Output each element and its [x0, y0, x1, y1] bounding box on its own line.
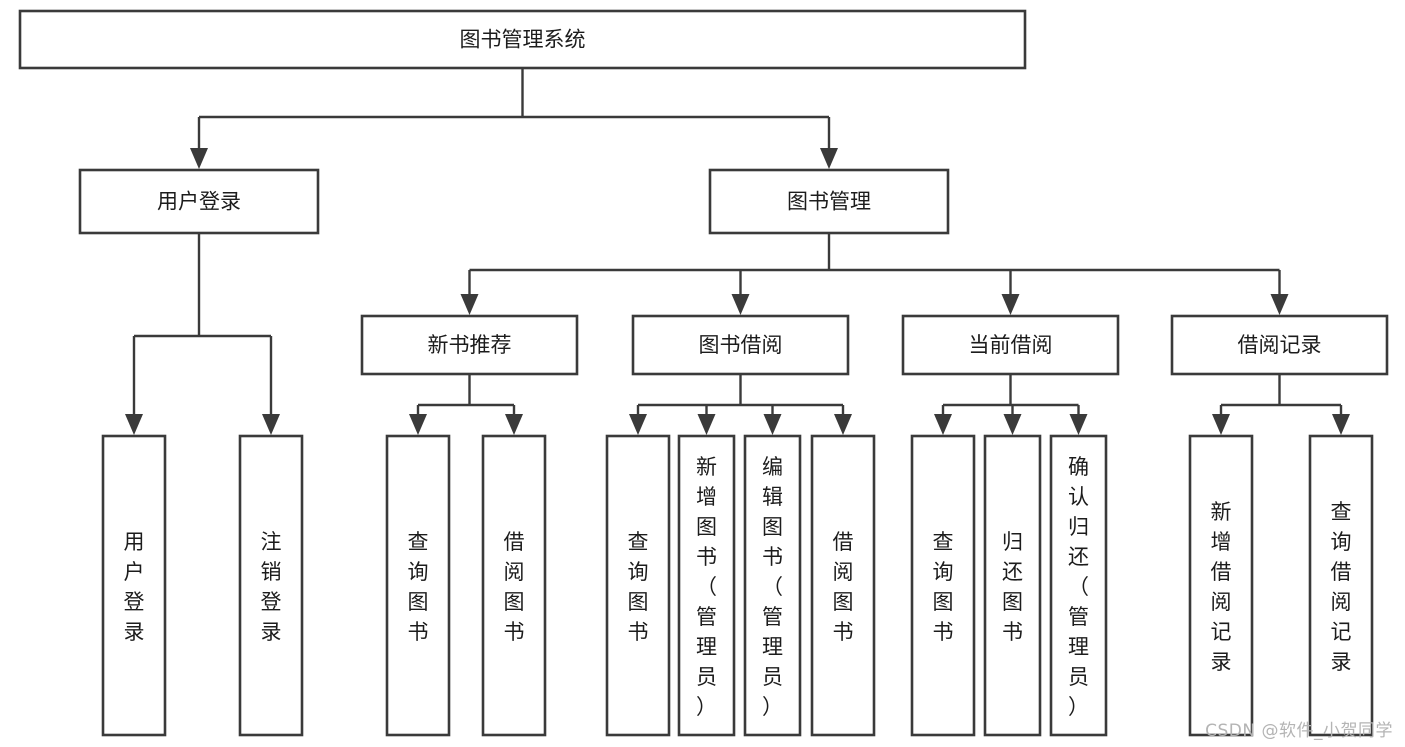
node-label: 借阅图书 [504, 530, 525, 644]
node-box[interactable] [983, 434, 1042, 737]
node-l3-new-book-rec[interactable]: 新书推荐 [360, 314, 579, 376]
node-layer: 图书管理系统用户登录图书管理新书推荐图书借阅当前借阅借阅记录用户登录注销登录查询… [18, 9, 1389, 737]
node-box[interactable] [631, 314, 850, 376]
node-box[interactable] [78, 168, 320, 235]
node-leaf-rec-query2[interactable]: 查询借阅记录 [1308, 434, 1374, 737]
arrow-head-icon [697, 414, 716, 435]
arrow-head-icon [834, 414, 852, 435]
node-leaf-cur-query[interactable]: 查询图书 [910, 434, 976, 737]
node-leaf-user-login[interactable]: 用户登录 [101, 434, 167, 737]
node-box[interactable] [385, 434, 451, 737]
connector-layer [125, 68, 1350, 435]
node-l3-current-borrow[interactable]: 当前借阅 [901, 314, 1120, 376]
node-leaf-user-logout[interactable]: 注销登录 [238, 434, 304, 737]
node-label: 查询图书 [933, 530, 954, 644]
node-box[interactable] [1170, 314, 1389, 376]
node-label: 图书借阅 [699, 333, 783, 357]
node-box[interactable] [101, 434, 167, 737]
node-label: 借阅图书 [833, 530, 854, 644]
node-label: 借阅记录 [1238, 333, 1322, 357]
watermark-label: CSDN @软件_小贺同学 [1205, 721, 1393, 741]
arrow-head-icon [262, 414, 280, 435]
node-label: 注销登录 [261, 530, 282, 644]
node-box[interactable] [901, 314, 1120, 376]
node-label: 查询图书 [628, 530, 649, 644]
node-leaf-borrow-edit[interactable]: 编辑图书（管理员） [743, 434, 802, 737]
connector-group [629, 374, 852, 435]
node-label: 查询借阅记录 [1331, 500, 1352, 674]
connector-group [1212, 374, 1350, 435]
node-l3-borrow-record[interactable]: 借阅记录 [1170, 314, 1389, 376]
connector-group [934, 374, 1088, 435]
arrow-head-icon [1069, 414, 1088, 435]
node-box[interactable] [677, 434, 736, 737]
node-box[interactable] [238, 434, 304, 737]
arrow-head-icon [1270, 294, 1289, 315]
node-label: 用户登录 [157, 190, 241, 214]
connector-group [125, 233, 280, 435]
arrow-head-icon [125, 414, 143, 435]
node-label: 编辑图书（管理员） [762, 455, 783, 719]
node-box[interactable] [481, 434, 547, 737]
node-l2-user-login[interactable]: 用户登录 [78, 168, 320, 235]
node-root[interactable]: 图书管理系统 [18, 9, 1027, 70]
node-label: 归还图书 [1002, 530, 1023, 644]
connector-group [460, 233, 1289, 315]
arrow-head-icon [629, 414, 647, 435]
node-box[interactable] [1188, 434, 1254, 737]
node-l3-book-borrow[interactable]: 图书借阅 [631, 314, 850, 376]
node-box[interactable] [18, 9, 1027, 70]
node-label: 图书管理系统 [460, 28, 586, 52]
node-l2-book-mgmt[interactable]: 图书管理 [708, 168, 950, 235]
node-label: 新增借阅记录 [1211, 500, 1232, 674]
node-label: 确认归还（管理员） [1068, 455, 1089, 719]
node-label: 图书管理 [787, 190, 871, 214]
arrow-head-icon [505, 414, 523, 435]
arrow-head-icon [1212, 414, 1230, 435]
node-leaf-rec-query[interactable]: 查询图书 [385, 434, 451, 737]
node-leaf-rec-borrow[interactable]: 借阅图书 [481, 434, 547, 737]
node-box[interactable] [1049, 434, 1108, 737]
connector-group [190, 68, 838, 169]
arrow-head-icon [1001, 294, 1020, 315]
arrow-head-icon [934, 414, 952, 435]
arrow-head-icon [763, 414, 782, 435]
arrow-head-icon [190, 148, 208, 169]
node-leaf-borrow-query[interactable]: 查询图书 [605, 434, 671, 737]
node-box[interactable] [1308, 434, 1374, 737]
arrow-head-icon [409, 414, 427, 435]
node-label: 用户登录 [124, 530, 145, 644]
node-label: 查询图书 [408, 530, 429, 644]
node-box[interactable] [810, 434, 876, 737]
node-leaf-cur-confirm[interactable]: 确认归还（管理员） [1049, 434, 1108, 737]
node-box[interactable] [743, 434, 802, 737]
node-label: 新书推荐 [428, 333, 512, 357]
arrow-head-icon [1003, 414, 1022, 435]
arrow-head-icon [731, 294, 750, 315]
connector-group [409, 374, 523, 435]
node-box[interactable] [910, 434, 976, 737]
node-box[interactable] [360, 314, 579, 376]
node-leaf-cur-return[interactable]: 归还图书 [983, 434, 1042, 737]
node-label: 新增图书（管理员） [696, 455, 717, 719]
arrow-head-icon [1332, 414, 1350, 435]
node-leaf-rec-add[interactable]: 新增借阅记录 [1188, 434, 1254, 737]
node-leaf-borrow-lend[interactable]: 借阅图书 [810, 434, 876, 737]
arrow-head-icon [460, 294, 479, 315]
arrow-head-icon [820, 148, 838, 169]
node-leaf-borrow-add[interactable]: 新增图书（管理员） [677, 434, 736, 737]
node-box[interactable] [605, 434, 671, 737]
node-label: 当前借阅 [969, 333, 1053, 357]
node-box[interactable] [708, 168, 950, 235]
